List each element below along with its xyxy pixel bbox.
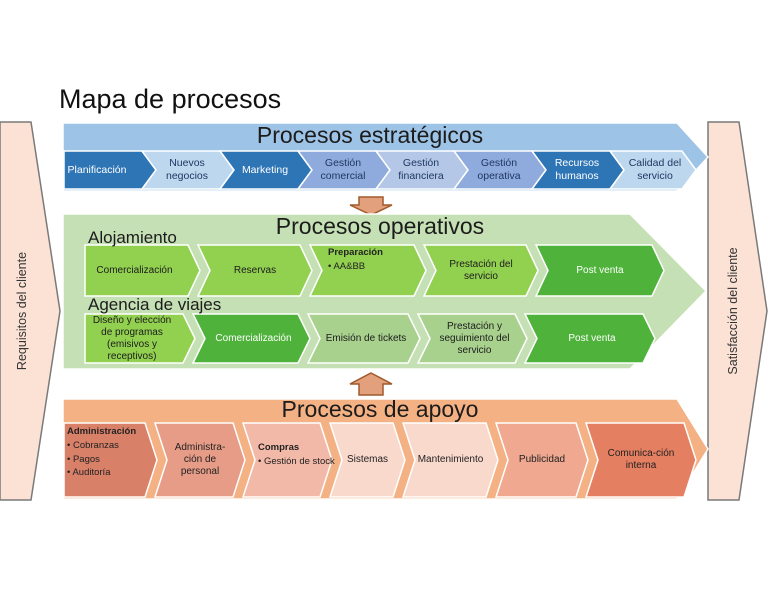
support-process-chevron (401, 422, 499, 498)
customer-requirements-bar (0, 121, 61, 501)
lodging-process-chevron (534, 244, 665, 297)
support-process-chevron (153, 422, 246, 498)
support-process-label: Sistemas (346, 454, 389, 465)
support-process-chevron (328, 422, 406, 498)
lodging-process-chevron (422, 244, 539, 297)
travel-process-chevron (191, 313, 311, 364)
travel-process-chevron (84, 313, 196, 364)
travel-process-chevron (416, 313, 528, 364)
support-process-label: Administra-ción de personal (174, 442, 226, 477)
customer-requirements-label: Requisitos del cliente (15, 251, 29, 371)
travel-process-label: Diseño y elección de programas (emisivos… (92, 314, 172, 362)
strategic-process-label: Recursos humanos (554, 157, 600, 182)
administration-list-item: Cobranzas (67, 439, 136, 453)
lodging-process-label: Reservas (233, 264, 277, 276)
purchases-list: ComprasGestión de stock (258, 441, 335, 469)
lodging-process-chevron (196, 244, 313, 297)
lodging-process-label: Prestación del servicio (449, 258, 513, 282)
travel-process-label: Emisión de tickets (325, 332, 407, 344)
preparation-list-title: Preparación (328, 247, 383, 258)
travel-process-label: Prestación y seguimiento del servicio (439, 320, 510, 356)
purchases-list-title: Compras (258, 442, 300, 453)
strategic-process-label: Planificación (67, 163, 127, 176)
lodging-process-chevron (84, 244, 201, 297)
support-process-label: Comunica-ción interna (607, 448, 675, 471)
preparation-list: PreparaciónAA&BB (328, 246, 383, 274)
support-process-chevron (584, 422, 697, 498)
travel-process-label: Post venta (568, 332, 616, 344)
lodging-process-label: Post venta (576, 264, 624, 276)
support-process-label: Mantenimiento (417, 454, 484, 465)
preparation-list-item: AA&BB (328, 260, 383, 274)
support-process-label: Publicidad (518, 454, 566, 465)
support-process-chevron (494, 422, 589, 498)
administration-list: AdministraciónCobranzasPagosAuditoría (67, 425, 136, 480)
administration-list-title: Administración (67, 426, 137, 437)
travel-process-chevron (306, 313, 421, 364)
arrow-down-icon (349, 196, 393, 216)
strategic-process-label: Calidad del servicio (628, 157, 682, 182)
customer-satisfaction-bar (707, 121, 768, 501)
strategic-process-label: Marketing (241, 163, 289, 176)
travel-agency-title: Agencia de viajes (88, 295, 222, 314)
customer-satisfaction-label: Satisfacción del cliente (726, 247, 740, 375)
strategic-process-chevron (608, 150, 697, 190)
page-title: Mapa de procesos (59, 84, 282, 114)
lodging-title: Alojamiento (88, 228, 177, 247)
strategic-process-label: Gestión comercial (320, 157, 366, 182)
support-title: Procesos de apoyo (281, 396, 479, 423)
operative-title: Procesos operativos (275, 213, 485, 240)
strategic-process-label: Gestión operativa (477, 157, 521, 182)
strategic-process-label: Nuevos negocios (165, 157, 209, 182)
travel-process-chevron (523, 313, 656, 364)
administration-list-item: Auditoría (67, 466, 136, 480)
administration-list-item: Pagos (67, 453, 136, 467)
strategic-title: Procesos estratégicos (256, 122, 484, 149)
arrow-up-icon (349, 372, 393, 396)
purchases-list-item: Gestión de stock (258, 455, 335, 469)
strategic-process-label: Gestión financiera (398, 157, 444, 182)
travel-process-label: Comercialización (215, 332, 292, 344)
lodging-process-label: Comercialización (96, 264, 173, 276)
